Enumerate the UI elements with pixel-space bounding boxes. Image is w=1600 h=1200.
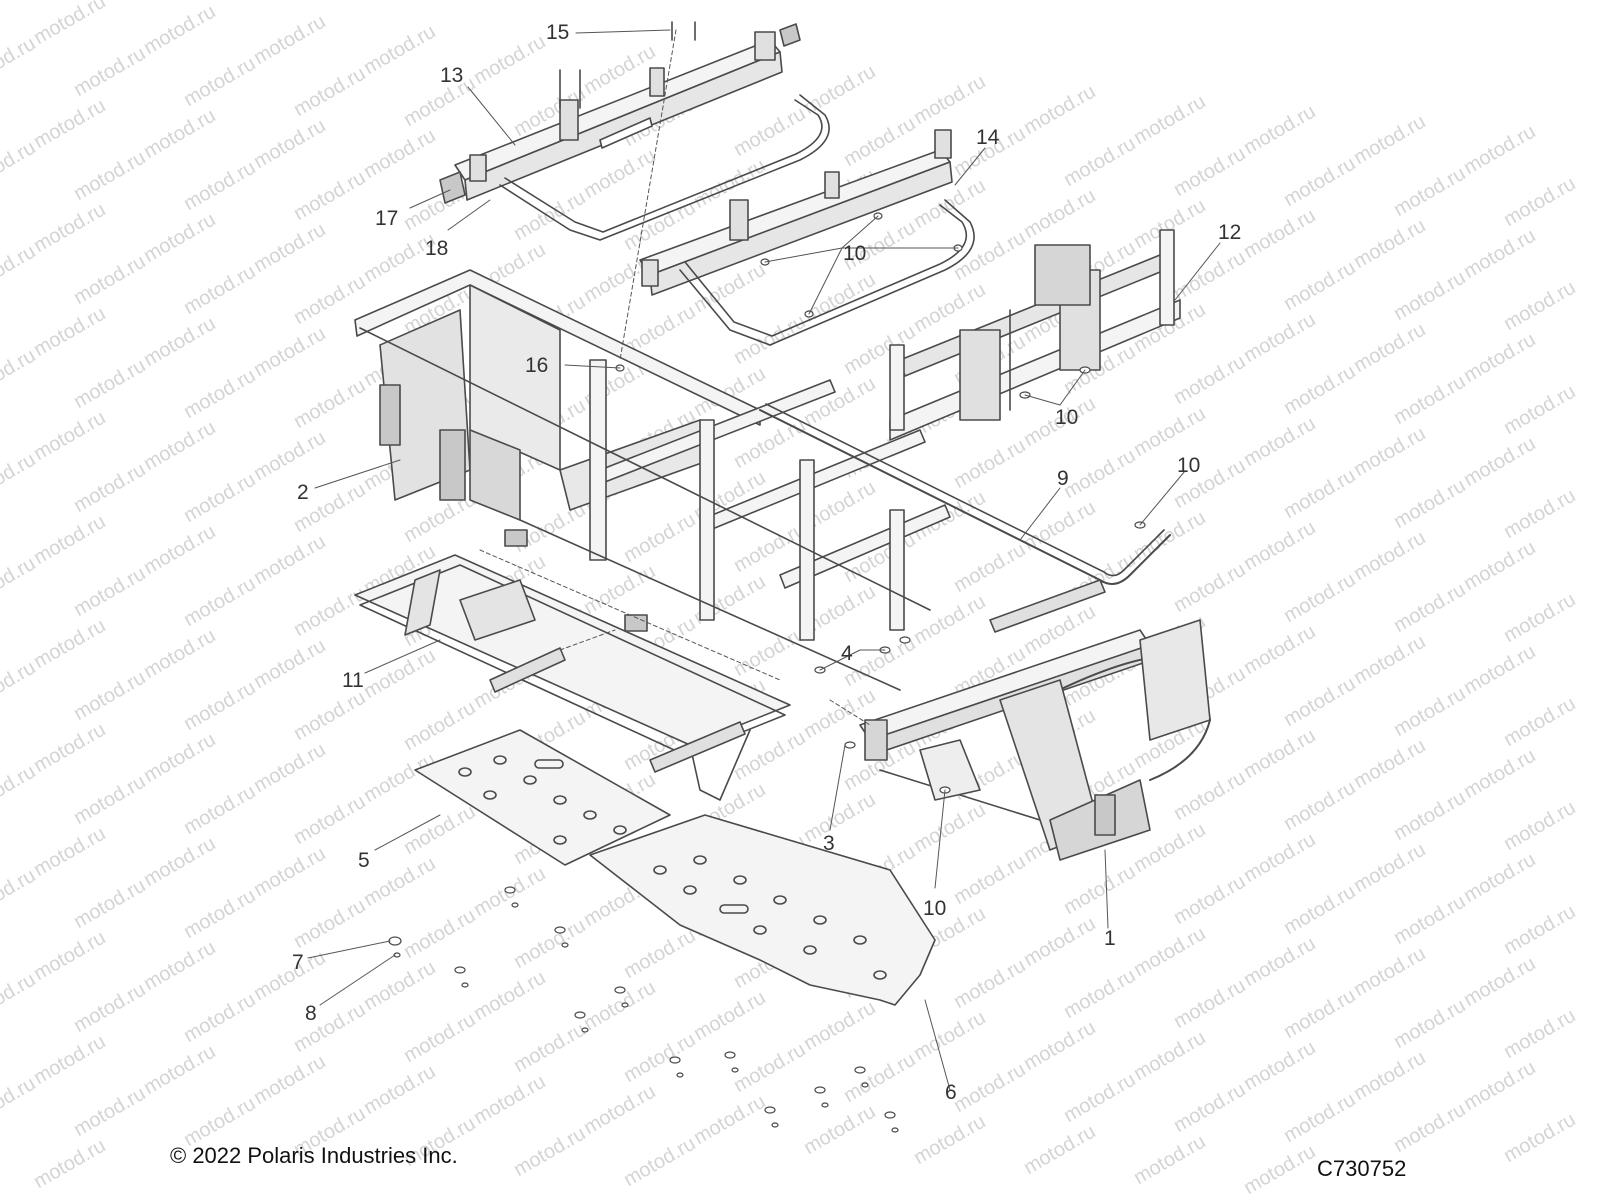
callout-2: 2 (297, 481, 309, 504)
callout-6: 6 (945, 1081, 957, 1104)
callout-4: 4 (841, 642, 853, 665)
callout-5: 5 (358, 849, 370, 872)
rack-frame-14 (639, 129, 975, 346)
side-rail-9 (759, 403, 1171, 633)
callout-17: 17 (375, 207, 399, 230)
callout-9: 9 (1057, 467, 1069, 490)
lower-frame-11 (354, 529, 791, 801)
skid-plate-6 (589, 814, 936, 1006)
callout-11: 11 (342, 669, 364, 692)
upper-rack-frame-13 (439, 21, 830, 241)
callout-1: 1 (1104, 927, 1116, 950)
skid-plate-5 (414, 729, 671, 866)
assembly-lines (479, 29, 871, 726)
callout-8: 8 (305, 1002, 317, 1025)
callout-7: 7 (292, 951, 304, 974)
callout-16: 16 (525, 354, 549, 377)
leader-lines (307, 29, 1221, 1091)
callout-10-rack: 10 (843, 242, 867, 265)
front-frame-1 (859, 619, 1211, 861)
rear-cage-12 (889, 229, 1181, 441)
copyright-text: © 2022 Polaris Industries Inc. (170, 1143, 458, 1168)
callout-14: 14 (976, 126, 1000, 149)
fastener-group (388, 212, 1146, 1133)
callout-12: 12 (1218, 221, 1242, 244)
diagram-code: C730752 (1317, 1156, 1407, 1181)
callout-3: 3 (823, 832, 835, 855)
callout-10-rail: 10 (1177, 454, 1201, 477)
callout-15: 15 (546, 21, 570, 44)
callout-10-cage: 10 (1055, 406, 1079, 429)
callout-18: 18 (425, 237, 449, 260)
callout-13: 13 (440, 64, 464, 87)
callout-10-front: 10 (923, 897, 947, 920)
